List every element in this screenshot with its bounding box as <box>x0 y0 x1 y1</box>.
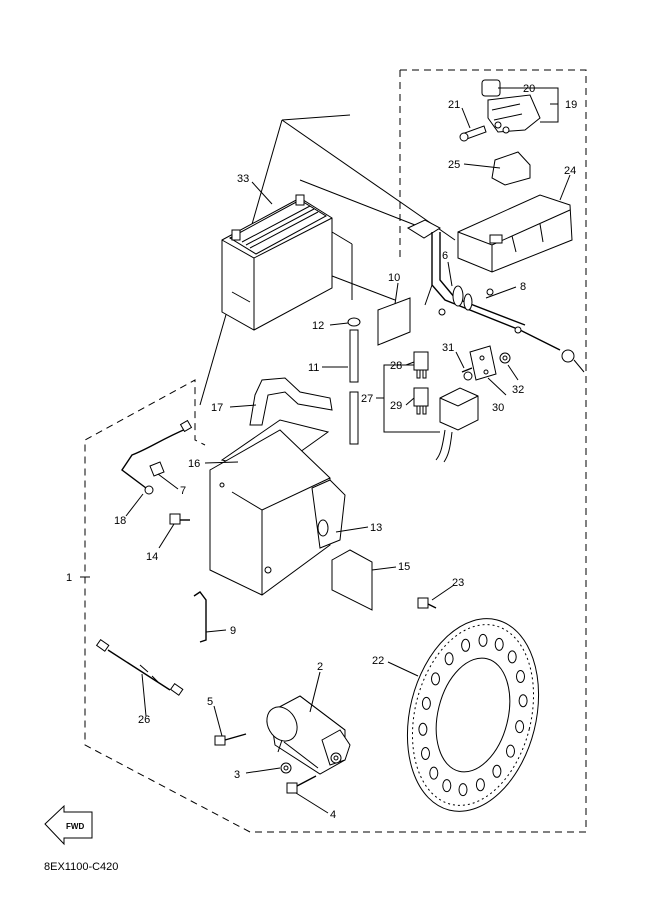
callout-8: 8 <box>520 281 526 293</box>
disc-hole <box>431 672 440 686</box>
callout-11: 11 <box>308 362 319 374</box>
callout-labels: 1 2 3 4 5 6 7 8 9 10 11 12 13 14 15 16 1… <box>66 83 577 821</box>
callout-9: 9 <box>230 625 236 637</box>
callout-5: 5 <box>207 696 213 708</box>
diagram-code: 8EX1100-C420 <box>44 861 118 873</box>
disc-hole <box>492 764 502 778</box>
fwd-label: FWD <box>66 822 84 831</box>
battery-pad <box>377 297 411 346</box>
callout-29: 29 <box>390 400 402 412</box>
relay-bolt <box>459 125 487 142</box>
disc-hole <box>478 633 488 647</box>
bolt-14 <box>169 513 190 525</box>
bolt-5 <box>214 733 247 746</box>
wire-harness <box>424 232 585 373</box>
callout-23: 23 <box>452 577 464 589</box>
screw-31 <box>461 367 473 381</box>
disc-hole <box>418 722 428 736</box>
case-plate <box>331 549 373 611</box>
disc-hole <box>475 778 485 792</box>
disc-hole <box>506 744 515 758</box>
callout-28: 28 <box>390 360 402 372</box>
disc-hole <box>494 637 504 651</box>
disc-hole <box>442 779 452 793</box>
fuses <box>413 351 429 415</box>
disc-hole <box>458 783 468 797</box>
callout-18: 18 <box>114 515 126 527</box>
callout-22: 22 <box>372 655 384 667</box>
callout-14: 14 <box>146 551 158 563</box>
disc-hole <box>421 696 431 710</box>
disc-hole <box>507 650 517 664</box>
leader-lines <box>80 87 571 814</box>
callout-31: 31 <box>442 342 454 354</box>
callout-33: 33 <box>237 173 249 185</box>
clip-9 <box>193 591 207 643</box>
callout-15: 15 <box>398 561 410 573</box>
assembly-boundary <box>84 69 587 833</box>
fuse-box <box>435 387 479 463</box>
battery-band <box>347 317 361 445</box>
forward-arrow-icon: FWD <box>44 804 93 846</box>
callout-1: 1 <box>66 572 72 584</box>
callout-30: 30 <box>492 402 504 414</box>
callout-2: 2 <box>317 661 323 673</box>
disc-hole <box>429 766 439 780</box>
callout-17: 17 <box>211 402 223 414</box>
callout-24: 24 <box>564 165 576 177</box>
callout-13: 13 <box>370 522 382 534</box>
battery-case <box>209 429 346 596</box>
disc-hole <box>516 670 525 683</box>
callout-32: 32 <box>512 384 524 396</box>
nut-32 <box>499 352 511 364</box>
callout-25: 25 <box>448 159 460 171</box>
disc-hole <box>518 694 528 708</box>
callout-21: 21 <box>448 99 460 111</box>
ground-lead <box>121 419 193 495</box>
bolt-23 <box>417 597 437 609</box>
disc-hole <box>421 747 430 760</box>
disc-hole <box>515 720 525 734</box>
callout-16: 16 <box>188 458 200 470</box>
callout-3: 3 <box>234 769 240 781</box>
starter-motor <box>266 695 351 775</box>
battery-strap <box>249 377 333 426</box>
callout-12: 12 <box>312 320 324 332</box>
callout-4: 4 <box>330 809 336 821</box>
starter-relay <box>481 79 541 134</box>
disc-hole <box>444 652 454 666</box>
callout-20: 20 <box>523 83 535 95</box>
callout-26: 26 <box>138 714 150 726</box>
callout-19: 19 <box>565 99 577 111</box>
callout-6: 6 <box>442 250 448 262</box>
nut-3 <box>280 762 292 774</box>
callout-10: 10 <box>388 272 400 284</box>
rectifier-regulator <box>406 194 573 273</box>
battery <box>221 194 333 331</box>
callout-7: 7 <box>180 485 186 497</box>
callout-27: 27 <box>361 393 373 405</box>
disc-hole <box>461 638 471 652</box>
lead-wire-26 <box>95 638 184 696</box>
relay-bracket <box>491 151 531 186</box>
bolt-4 <box>286 775 317 794</box>
holder-plate <box>469 345 497 381</box>
brake-disc <box>406 618 540 812</box>
